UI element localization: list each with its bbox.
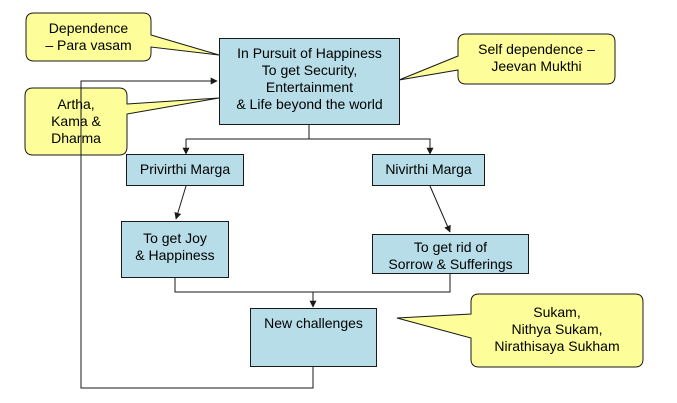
feedback-loop-connector [80, 77, 314, 389]
connector-nivirthi-to-rid [429, 185, 451, 233]
merge-connector-right [313, 274, 451, 293]
dependence-line-2: – Para vasam [45, 37, 132, 53]
callout-self-dependence-shape [398, 33, 616, 85]
merge-connector-left [174, 278, 313, 293]
callout-sukam: Sukam, Nithya Sukam, Nirathisaya Sukham [471, 304, 643, 355]
pursuit-line-2: To get Security, [261, 62, 358, 78]
sukam-line-1: Sukam, [533, 304, 581, 320]
self-dependence-line-2: Jeevan Mukthi [491, 58, 582, 74]
pursuit-of-happiness-box: In Pursuit of Happiness To get Security,… [219, 38, 400, 125]
callout-artha-kama-dharma: Artha, Kama & Dharma [25, 96, 127, 147]
joy-line-1: To get Joy [143, 230, 207, 246]
joy-and-happiness-box: To get Joy & Happiness [121, 221, 229, 278]
dependence-line-1: Dependence [48, 20, 129, 36]
artha-line-1: Artha, [57, 96, 95, 112]
nivirthi-marga-box: Nivirthi Marga [372, 154, 485, 186]
pursuit-line-4: & Life beyond the world [236, 96, 383, 112]
new-challenges-box: New challenges [250, 308, 377, 367]
privirthi-marga-box: Privirthi Marga [126, 154, 244, 186]
artha-line-3: Dharma [51, 130, 101, 146]
callout-artha-shape [24, 87, 220, 156]
sukam-line-3: Nirathisaya Sukham [494, 338, 620, 354]
rid-of-sorrow-box: To get rid of Sorrow & Sufferings [372, 234, 529, 274]
nivirthi-label: Nivirthi Marga [385, 161, 472, 177]
connector-privirthi-to-joy [174, 185, 187, 220]
callout-sukam-shape [396, 293, 644, 368]
callout-dependence-shape [25, 12, 220, 62]
callout-dependence: Dependence – Para vasam [26, 20, 151, 54]
connector-to-nivirthi [309, 138, 434, 155]
joy-line-2: & Happiness [135, 247, 215, 263]
rid-line-1: To get rid of [413, 239, 488, 255]
callout-self-dependence: Self dependence – Jeevan Mukthi [458, 41, 615, 75]
privirthi-label: Privirthi Marga [139, 161, 231, 177]
split-connector [186, 124, 310, 140]
pursuit-line-1: In Pursuit of Happiness [237, 45, 382, 61]
artha-line-2: Kama & [51, 113, 101, 129]
self-dependence-line-1: Self dependence – [478, 41, 595, 57]
pursuit-line-3: Entertainment [265, 79, 354, 95]
rid-line-2: Sorrow & Sufferings [388, 256, 513, 272]
sukam-line-2: Nithya Sukam, [511, 321, 603, 337]
challenges-label: New challenges [264, 315, 363, 331]
